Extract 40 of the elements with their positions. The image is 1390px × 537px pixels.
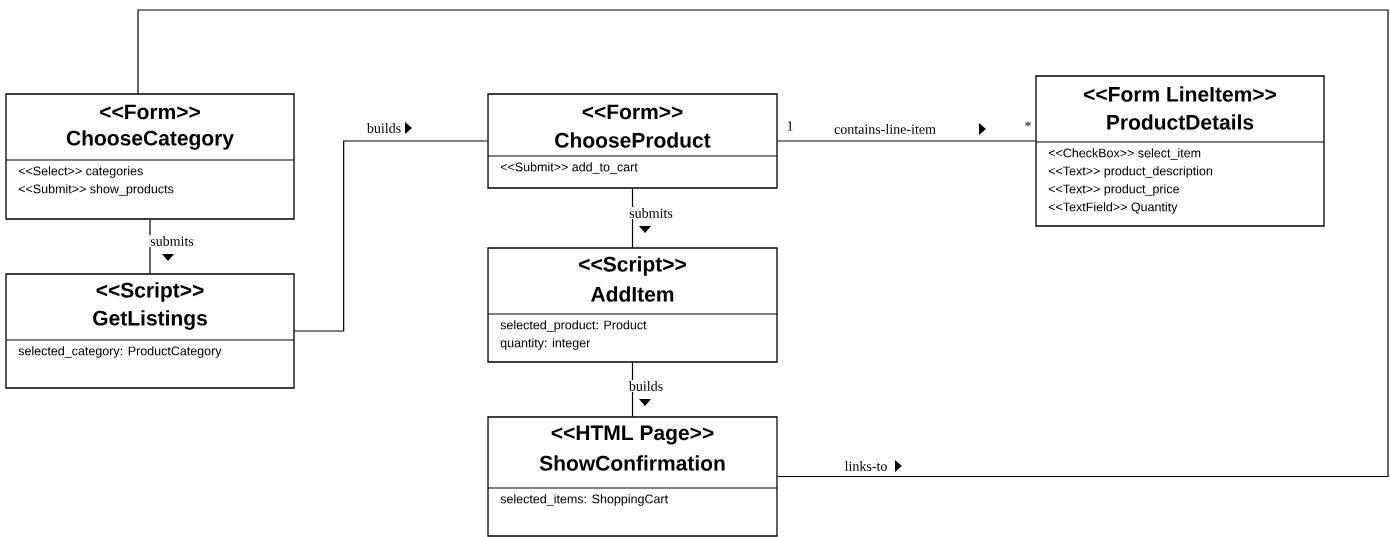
class-stereotype: <<Form LineItem>> — [1084, 86, 1276, 102]
class-box — [487, 247, 778, 363]
class-stereotype: <<HTML Page>> — [551, 425, 714, 445]
attribute: <<TextField>> Quantity — [1048, 202, 1178, 214]
attribute: selected_items: ShoppingCart — [500, 494, 668, 506]
connector — [137, 9, 1389, 478]
class-box — [5, 93, 295, 220]
class-box — [1035, 75, 1325, 227]
attribute: quantity: integer — [500, 338, 591, 350]
edge-label: contains-line-item — [833, 123, 986, 135]
attribute: selected_product: Product — [500, 320, 647, 332]
class-stereotype: <<Form>> — [100, 104, 200, 120]
class-name: AddItem — [591, 286, 674, 302]
class-box — [487, 93, 778, 189]
edge-label: builds — [365, 122, 412, 134]
class-name: ProductDetails — [1107, 114, 1254, 130]
attribute: <<Submit>> add_to_cart — [500, 162, 638, 174]
connector — [294, 140, 488, 332]
class-name: ChooseCategory — [66, 130, 234, 150]
class-name: ChooseProduct — [555, 132, 711, 148]
attribute: <<CheckBox>> select_item — [1048, 148, 1201, 160]
multiplicity: 1 — [787, 121, 793, 131]
class-stereotype: <<Form>> — [582, 104, 683, 120]
attribute: selected_category: ProductCategory — [18, 346, 222, 358]
attribute: <<Submit>> show_products — [18, 184, 174, 196]
attribute: <<Text>> product_price — [1048, 184, 1179, 196]
edge-label: links-to — [843, 460, 902, 472]
class-box — [5, 273, 295, 389]
edge-label: builds — [627, 380, 665, 406]
class-box — [487, 416, 778, 537]
connector — [777, 140, 1036, 142]
attribute: <<Text>> product_description — [1048, 166, 1213, 178]
attribute: <<Select>> categories — [18, 166, 143, 178]
multiplicity: * — [1025, 121, 1031, 127]
edge-label: submits — [628, 207, 674, 233]
class-stereotype: <<Script>> — [579, 256, 686, 276]
class-name: ShowConfirmation — [539, 455, 725, 471]
edge-label: submits — [149, 235, 195, 261]
class-stereotype: <<Script>> — [96, 282, 204, 302]
class-name: GetListings — [93, 310, 207, 330]
